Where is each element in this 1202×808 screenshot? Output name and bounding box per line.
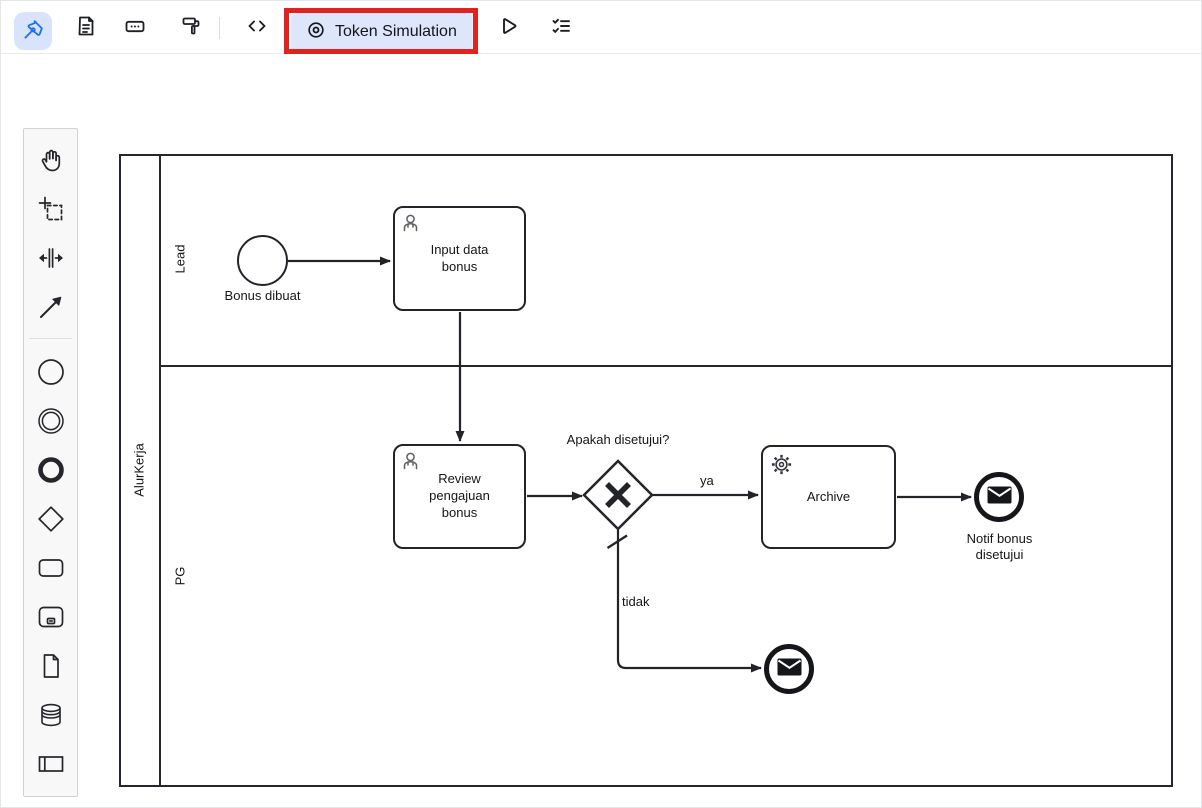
start-event-bonus-dibuat[interactable] [237, 235, 288, 286]
participant-pool[interactable] [119, 154, 1173, 787]
token-simulation-label: Token Simulation [335, 22, 457, 40]
message-end-event-notif[interactable] [974, 472, 1024, 522]
space-tool-icon [38, 247, 63, 268]
hand-icon [41, 149, 60, 171]
appearance-button[interactable] [173, 9, 209, 45]
token-icon [306, 20, 326, 43]
user-task-review-pengajuan[interactable]: Review pengajuan bonus [393, 444, 526, 549]
start-event-label[interactable]: Bonus dibuat [224, 288, 301, 303]
create-end-event[interactable] [28, 445, 74, 494]
token-simulation-button[interactable]: Token Simulation [291, 13, 472, 50]
play-icon [496, 14, 520, 41]
create-intermediate-event[interactable] [28, 396, 74, 445]
message-envelope-icon [777, 658, 802, 681]
end-event-icon [37, 456, 64, 483]
create-participant[interactable] [28, 739, 74, 788]
create-data-store[interactable] [28, 690, 74, 739]
create-task[interactable] [28, 543, 74, 592]
task-icon [38, 558, 63, 577]
lasso-icon [38, 196, 62, 220]
data-store-icon [40, 703, 61, 726]
paint-roller-icon [179, 14, 203, 41]
documentation-button[interactable] [68, 9, 104, 45]
start-event-icon [37, 358, 64, 385]
connect-arrow-icon [39, 296, 61, 318]
subprocess-icon [38, 606, 63, 627]
service-task-gear-icon [768, 451, 795, 483]
lasso-tool[interactable] [28, 184, 74, 233]
task-label: Review pengajuan bonus [429, 471, 490, 520]
pool-label[interactable]: AlurKerja [131, 443, 147, 497]
hand-tool[interactable] [28, 135, 74, 184]
play-button[interactable] [490, 9, 526, 45]
keyboard-icon [123, 14, 147, 41]
lane-label-lead[interactable]: Lead [172, 244, 188, 274]
create-start-event[interactable] [28, 347, 74, 396]
checklist-button[interactable] [543, 9, 579, 45]
flow-label-ya[interactable]: ya [700, 473, 714, 488]
service-task-archive[interactable]: Archive [761, 445, 896, 549]
toolbar-separator [219, 17, 220, 39]
task-label: Input data bonus [430, 241, 489, 274]
message-end-event-rejected[interactable] [764, 644, 814, 694]
code-icon [245, 14, 269, 41]
data-object-icon [43, 653, 59, 678]
pen-nib-icon [22, 18, 45, 44]
message-envelope-icon [987, 486, 1012, 509]
bpmn-palette [23, 128, 78, 797]
end-event-label[interactable]: Notif bonus disetujui [966, 531, 1033, 563]
global-connect-tool[interactable] [28, 282, 74, 331]
space-tool[interactable] [28, 233, 74, 282]
create-subprocess[interactable] [28, 592, 74, 641]
edit-tool-button[interactable] [14, 12, 52, 50]
pool-header-divider [159, 156, 161, 785]
gateway-icon [37, 505, 64, 532]
lane-label-pg[interactable]: PG [172, 566, 188, 586]
user-task-icon [400, 212, 426, 243]
user-task-icon [400, 450, 426, 481]
checklist-icon [549, 14, 573, 41]
participant-icon [38, 755, 63, 772]
flow-label-tidak[interactable]: tidak [622, 594, 650, 609]
task-label: Archive [806, 488, 851, 504]
xml-editor-button[interactable] [239, 9, 275, 45]
keyboard-shortcuts-button[interactable] [117, 9, 153, 45]
gateway-label[interactable]: Apakah disetujui? [566, 432, 670, 447]
top-toolbar: Token Simulation [1, 1, 1201, 54]
document-icon [74, 14, 98, 41]
user-task-input-data-bonus[interactable]: Input data bonus [393, 206, 526, 311]
create-data-object[interactable] [28, 641, 74, 690]
intermediate-event-icon [37, 407, 64, 434]
lane-divider [161, 365, 1171, 367]
palette-separator [29, 338, 72, 339]
create-gateway[interactable] [28, 494, 74, 543]
